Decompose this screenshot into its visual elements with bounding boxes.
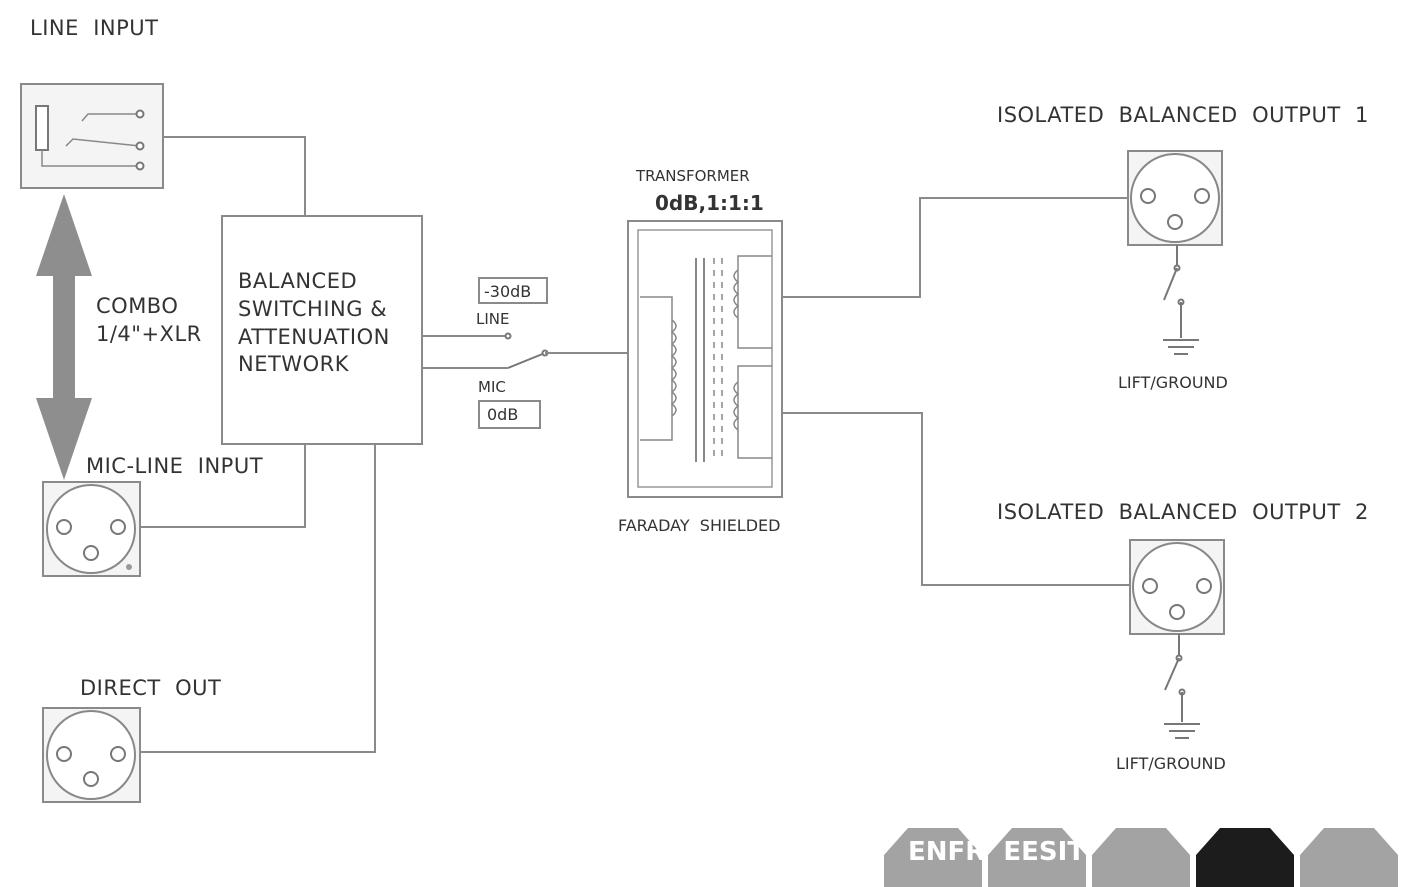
language-switcher: ENFR EESIT [884, 828, 1398, 887]
direct-out-label: DIRECT OUT [80, 676, 221, 700]
wire-direct-out [140, 444, 376, 753]
transformer-title: TRANSFORMER [635, 167, 750, 185]
switch-contact-line [504, 332, 512, 340]
combo-double-arrow-icon [36, 194, 92, 480]
wire-output-2 [782, 412, 1130, 586]
pad-minus30db-label: -30dB [484, 282, 531, 301]
ground-icon-1 [1163, 339, 1199, 355]
mic-line-input-label: MIC-LINE INPUT [86, 454, 263, 478]
pad-0db-label: 0dB [487, 405, 518, 424]
lift-ground-switch-1 [1163, 245, 1185, 338]
line-input-jack [20, 83, 164, 189]
wiring [140, 136, 1130, 753]
language-tab-fr[interactable] [988, 828, 1086, 887]
combo-label-line1: COMBO [96, 294, 178, 318]
wire-mic-input [140, 444, 306, 528]
switch-mic-label: MIC [478, 378, 506, 396]
language-tab-extra[interactable] [1300, 828, 1398, 887]
pad-minus30db-box [478, 277, 548, 304]
direct-out-xlr-connector [42, 707, 141, 803]
network-label-line2: SWITCHING & [238, 297, 387, 321]
language-tab-es[interactable] [1092, 828, 1190, 887]
line-mic-switch [507, 352, 546, 369]
language-overlay-text: ENFR EESIT [908, 837, 1085, 867]
lift-ground-switch-2 [1164, 634, 1186, 722]
output-1-label: ISOLATED BALANCED OUTPUT 1 [997, 103, 1369, 127]
wire-line-input [163, 136, 306, 216]
switch-line-label: LINE [476, 310, 509, 328]
transformer-ratio: 0dB,1:1:1 [655, 191, 764, 215]
network-label-line1: BALANCED [238, 269, 357, 293]
output-1-xlr-connector [1127, 150, 1223, 246]
lift-ground-label-1: LIFT/GROUND [1118, 373, 1228, 392]
transformer-block [627, 220, 783, 498]
mic-line-xlr-connector [42, 481, 141, 577]
ground-icon-2 [1164, 723, 1200, 739]
language-tab-en[interactable] [884, 828, 982, 887]
language-tab-it[interactable] [1196, 828, 1294, 887]
line-input-label: LINE INPUT [30, 16, 159, 40]
switching-network-block [221, 215, 423, 445]
network-label-line3: ATTENUATION [238, 325, 390, 349]
network-label-line4: NETWORK [238, 352, 350, 376]
combo-label-line2: 1/4"+XLR [96, 322, 202, 346]
pad-0db-box [478, 400, 541, 429]
output-2-label: ISOLATED BALANCED OUTPUT 2 [997, 500, 1369, 524]
output-2-xlr-connector [1129, 539, 1225, 635]
lift-ground-label-2: LIFT/GROUND [1116, 754, 1226, 773]
wire-output-1 [782, 197, 1128, 298]
faraday-shielded-label: FARADAY SHIELDED [618, 516, 780, 535]
